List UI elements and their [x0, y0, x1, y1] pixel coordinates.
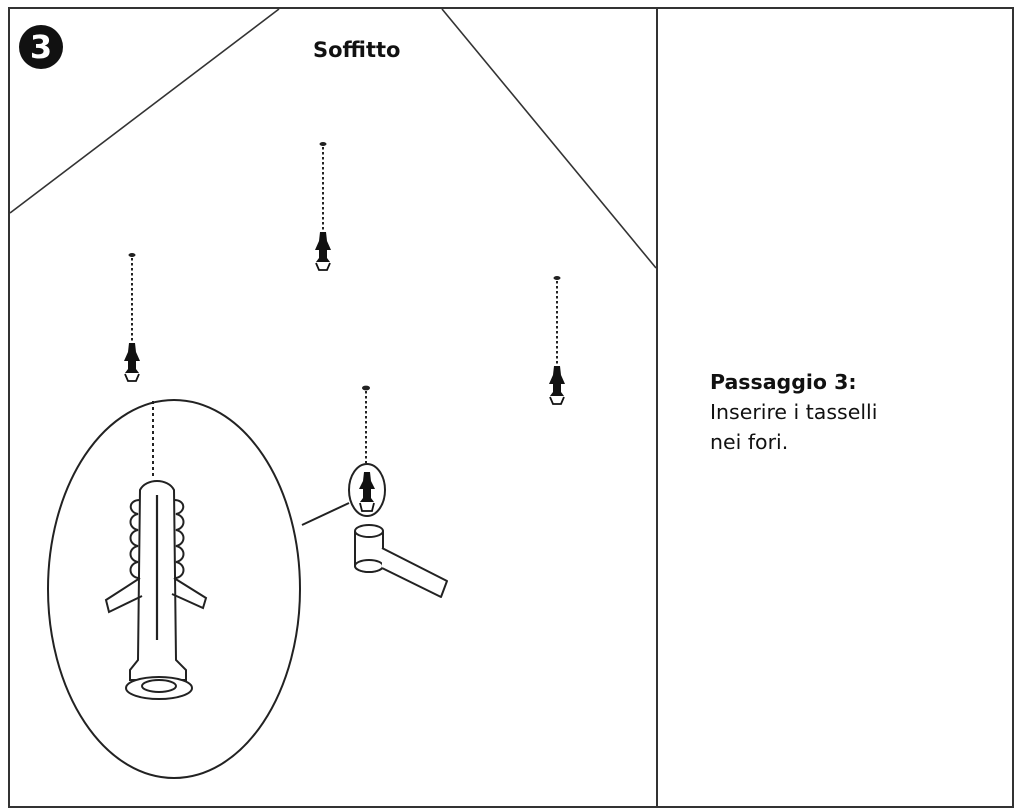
circled-number-icon: 3	[29, 28, 53, 66]
wall-plug-icon	[548, 275, 566, 405]
step-title: Passaggio 3:	[710, 370, 857, 394]
step-text-line-1: Inserire i tasselli	[710, 400, 878, 424]
step-number-badge: 3	[19, 25, 63, 69]
step-text-line-2: nei fori.	[710, 430, 789, 454]
ceiling-label: Soffitto	[313, 38, 401, 62]
hammer-icon	[301, 385, 448, 598]
wall-plug-icon	[123, 252, 141, 382]
step-instructions: Passaggio 3: Inserire i tasselli nei for…	[710, 367, 990, 457]
anchor-detail-zoom	[47, 399, 301, 779]
wall-plug-icon	[314, 141, 332, 271]
ceiling-outline	[9, 8, 657, 269]
panel-border	[8, 7, 1014, 808]
